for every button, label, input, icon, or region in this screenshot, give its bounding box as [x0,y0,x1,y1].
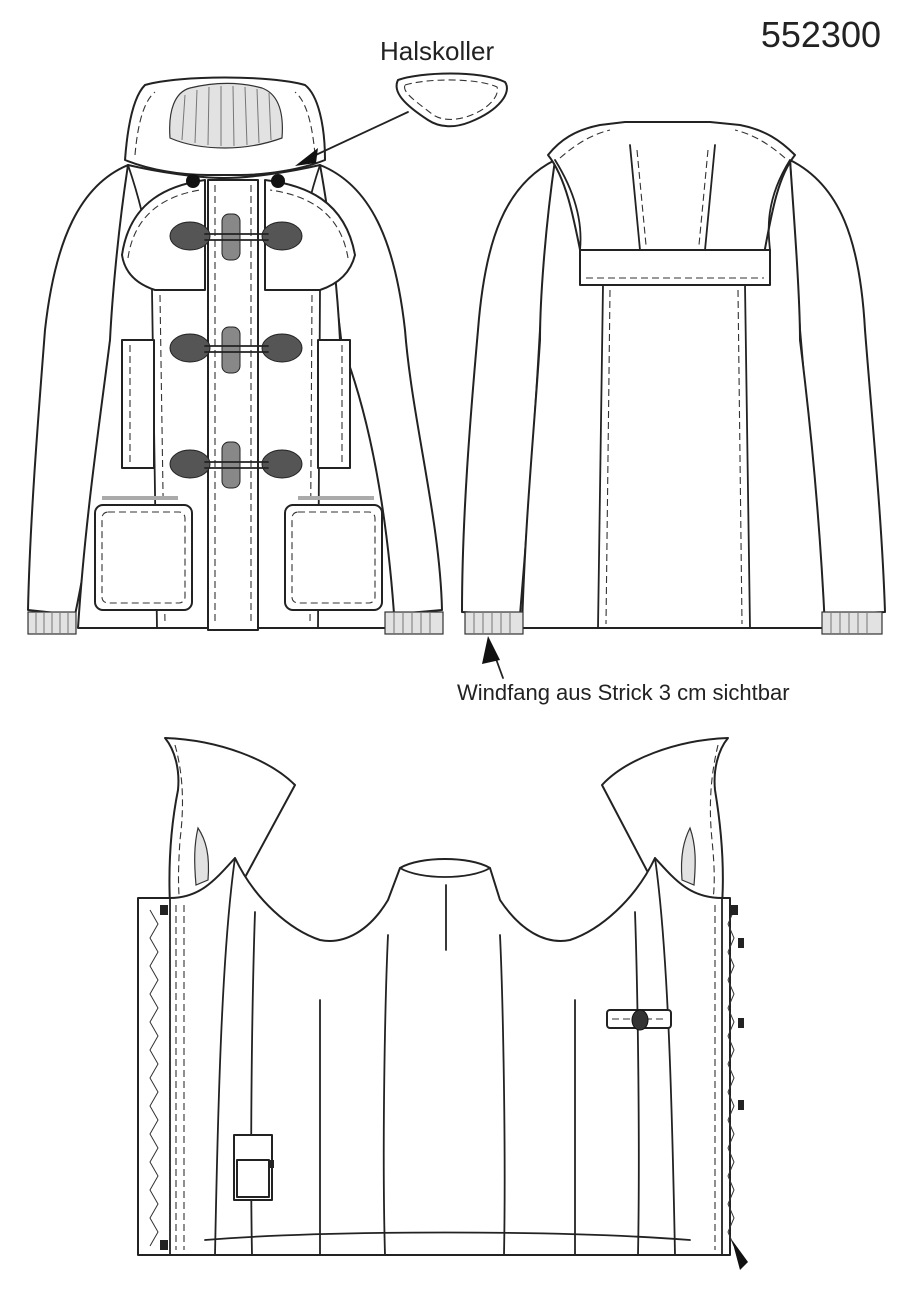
back-right-cuff [821,611,883,635]
front-toggle-bottom [169,441,303,489]
front-hood-rib-lines [181,85,272,147]
right-facing-tab-2 [738,938,744,948]
left-zigzag-tape [149,909,159,1247]
right-hem-marker [732,1240,748,1270]
front-toggle-middle [169,326,303,374]
halskoller-detail [295,72,508,166]
right-facing-tab-1 [730,905,738,915]
inside-right-hood [601,737,729,906]
back-yoke [579,249,771,286]
halskoller-arrow [304,111,409,161]
front-left-cuff [27,611,77,635]
front-left-yoke [121,179,206,291]
neck-marker-right [271,174,285,188]
jacket-back-view [461,121,886,679]
inside-body [137,857,731,1256]
right-facing-tab-3 [738,1018,744,1028]
pattern-number: 552300 [760,14,881,55]
neck-marker-left [186,174,200,188]
inside-left-rib [194,826,210,886]
front-left-welt-pocket [121,339,155,469]
front-left-patch-pocket [94,504,193,611]
neck-piece-shape [395,72,508,128]
windfang-label: Windfang aus Strick 3 cm sichtbar [457,680,790,705]
halskoller-arrow-head [295,148,318,166]
jacket-front-view [27,76,444,635]
inside-small-pocket [233,1134,274,1201]
back-hood [547,121,796,276]
halskoller-label: Halskoller [380,36,495,66]
front-right-welt-pocket [317,339,351,469]
right-facing-tab-4 [738,1100,744,1110]
front-right-cuff [384,611,444,635]
back-left-cuff [464,611,524,635]
windfang-arrow-head [482,636,500,664]
front-right-yoke [264,179,356,291]
front-toggle-top [169,213,303,261]
left-facing-tab-top [160,905,168,915]
jacket-inside-view [137,737,748,1270]
inside-right-rib [680,826,696,886]
left-facing-tab-bottom [160,1240,168,1250]
front-right-patch-pocket [284,504,383,611]
front-hood-rib [169,82,283,149]
right-zigzag-tape [727,909,735,1247]
inside-button-tab [606,1009,672,1031]
